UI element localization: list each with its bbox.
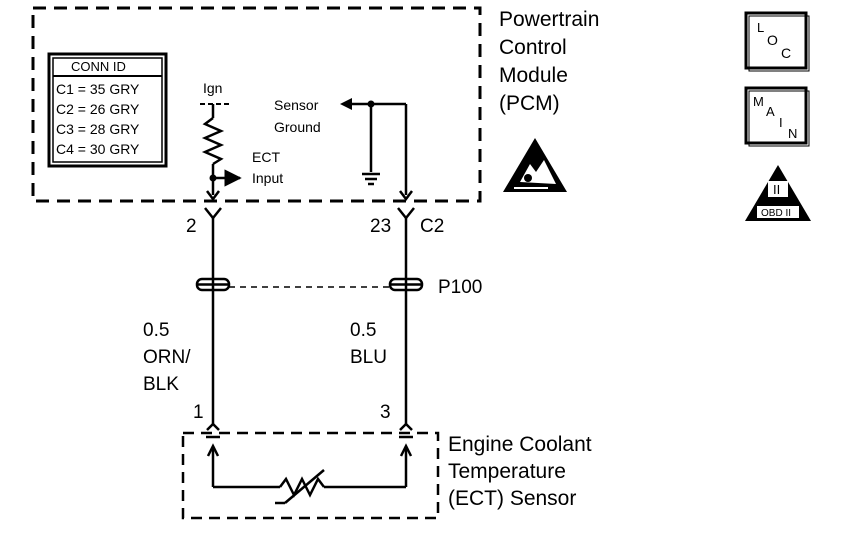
ect-input-label-1: ECT (252, 149, 280, 165)
pcm-title-line-3: Module (499, 64, 568, 87)
thermistor-symbol (206, 443, 413, 505)
loc-badge-c: C (781, 45, 791, 61)
pcm-pin-2-label: 2 (186, 216, 197, 237)
sensor-ground-label-2: Ground (274, 119, 321, 135)
p100-connector-right (388, 277, 424, 292)
main-badge-m: M (753, 94, 764, 109)
main-badge: M A I N (744, 86, 810, 147)
pcm-pin-2-arrow (206, 190, 220, 202)
conn-id-row-c4: C4 = 30 GRY (56, 141, 140, 157)
p100-connector-left (195, 277, 231, 292)
loc-badge: L O C (744, 11, 810, 72)
ect-input-label-2: Input (252, 170, 283, 186)
esd-warning-icon (503, 138, 567, 192)
conn-id-table: CONN ID C1 = 35 GRY C2 = 26 GRY C3 = 28 … (47, 52, 168, 168)
ect-sensor-title-line-2: Temperature (448, 460, 566, 483)
pcm-title-line-1: Powertrain (499, 8, 599, 31)
main-badge-a: A (766, 104, 775, 119)
pcm-title-line-2: Control (499, 36, 567, 59)
main-badge-n: N (788, 126, 797, 141)
sensor-pin-1-label: 1 (193, 402, 204, 423)
conn-id-header: CONN ID (71, 59, 126, 74)
sensor-pin-1-connector (206, 422, 220, 439)
loc-badge-o: O (767, 32, 778, 48)
conn-id-row-c1: C1 = 35 GRY (56, 81, 140, 97)
loc-badge-l: L (757, 20, 764, 35)
obd-ii-badge: II OBD II (745, 165, 811, 221)
wire-left-gauge: 0.5 (143, 320, 169, 341)
pcm-connector-label: C2 (420, 216, 444, 237)
ect-sensor-title-line-1: Engine Coolant (448, 433, 592, 456)
sensor-ground-label-1: Sensor (274, 97, 319, 113)
ground-icon (362, 172, 380, 186)
pcm-pin-23-arrow (399, 190, 413, 202)
conn-id-row-c3: C3 = 28 GRY (56, 121, 140, 137)
sensor-ground-node (367, 100, 375, 108)
wire-left-color-2: BLK (143, 374, 179, 395)
obd-ii-badge-top: II (773, 182, 780, 197)
conn-id-row-c2: C2 = 26 GRY (56, 101, 140, 117)
ect-sensor-title-line-3: (ECT) Sensor (448, 487, 576, 510)
obd-ii-badge-bottom: OBD II (761, 208, 791, 219)
wire-left-color-1: ORN/ (143, 347, 191, 368)
pcm-title-line-4: (PCM) (499, 92, 560, 115)
sensor-pin-3-connector (399, 422, 413, 439)
ign-label: Ign (203, 80, 222, 96)
pcm-boundary (31, 6, 482, 203)
pcm-pin-2-connector (204, 207, 222, 221)
sensor-ground-arrow (340, 98, 352, 110)
p100-label: P100 (438, 277, 482, 298)
wire-right-color: BLU (350, 347, 387, 368)
pcm-pin-23-connector (397, 207, 415, 221)
pcm-pin-23-label: 23 (370, 216, 391, 237)
wire-right-gauge: 0.5 (350, 320, 376, 341)
sensor-pin-3-label: 3 (380, 402, 391, 423)
sensor-ground-wiring (352, 102, 408, 195)
ect-sensor-boundary (181, 431, 440, 520)
main-badge-i: I (779, 115, 783, 130)
